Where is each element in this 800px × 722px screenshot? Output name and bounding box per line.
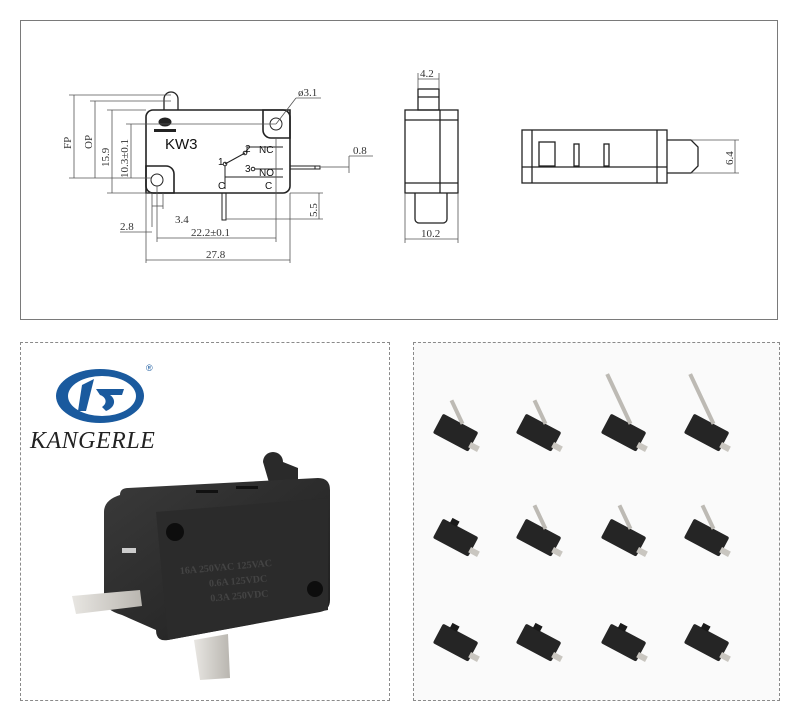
edge-offset-dimension: 2.8	[120, 221, 134, 233]
pin-1-label: 1	[218, 157, 224, 168]
variant-pin-plunger	[433, 517, 480, 557]
terminal-thickness-dimension: 0.8	[353, 145, 367, 157]
microswitch-photo: 16A 250VAC 125VAC 0.6A 125VDC 0.3A 250VD…	[72, 452, 330, 680]
brand-logo-mark	[56, 369, 144, 423]
variant-pin-plunger-qc-terminal	[516, 622, 563, 662]
fp-dimension: FP	[62, 137, 74, 149]
rating-line-2: 0.6A 125VDC	[209, 574, 268, 590]
hole-spacing-dimension: 22.2±0.1	[191, 227, 230, 239]
brand-name: KANGERLE	[30, 428, 156, 454]
model-label: KW3	[165, 136, 198, 153]
top-view	[521, 129, 739, 184]
body-length-dimension: 27.8	[206, 249, 226, 261]
plunger-width-dimension: 4.2	[420, 68, 434, 80]
height-total-dimension: 15.9	[100, 147, 112, 167]
variants-grid	[433, 373, 731, 662]
variant-short-lever	[516, 504, 563, 557]
body-width-dimension: 10.2	[421, 228, 440, 240]
variant-long-straight-lever	[601, 373, 648, 452]
variant-bent-hinge-lever	[601, 504, 648, 557]
variant-pin-plunger-angled-terminal	[601, 622, 648, 662]
op-dimension: OP	[83, 135, 95, 149]
terminal-width-dimension: 6.4	[724, 151, 736, 165]
mounting-hole-bottom	[150, 173, 164, 187]
height-hole-dimension: 10.3±0.1	[119, 139, 131, 178]
variant-pin-plunger-straight-terminal	[433, 622, 480, 662]
switch-body-outline	[145, 109, 291, 194]
variant-long-roller-lever	[684, 373, 731, 452]
variant-short-roller-lever	[433, 399, 480, 452]
side-view	[404, 73, 459, 243]
nc-label: NC	[259, 145, 273, 156]
hole-offset-dimension: 3.4	[175, 214, 189, 226]
variant-bent-roller-lever	[516, 399, 563, 452]
variant-short-roller-lever-2	[684, 504, 731, 557]
plunger-outline	[163, 91, 179, 110]
c-right-label: C	[265, 181, 272, 192]
c-left-label: C	[218, 181, 225, 192]
variants-panel	[413, 342, 780, 701]
hole-diameter-dimension: ø3.1	[298, 87, 317, 99]
pin-2-label: 2	[245, 144, 251, 155]
dimension-lines	[69, 94, 373, 263]
registered-mark: ®	[146, 363, 153, 373]
rating-line-3: 0.3A 250VDC	[210, 588, 269, 604]
pin-3-label: 3	[245, 164, 251, 175]
variant-pin-plunger-angled-terminal-2	[684, 622, 731, 662]
no-label: NO	[259, 168, 274, 179]
technical-drawing: KW3 2 NC 1 3 NO C C FP OP 15.9 10.3±0.1 …	[62, 68, 739, 263]
terminal-length-dimension: 5.5	[308, 203, 320, 217]
front-view	[145, 91, 349, 221]
technical-drawing-panel: KW3 2 NC 1 3 NO C C FP OP 15.9 10.3±0.1 …	[20, 20, 778, 320]
